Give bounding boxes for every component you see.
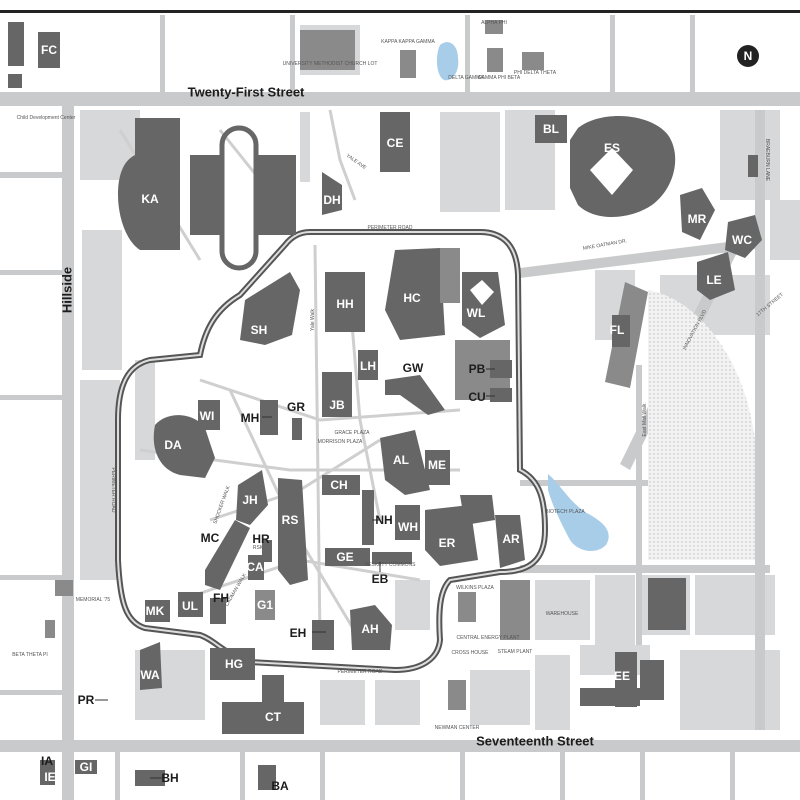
- bldg-bl[interactable]: BL: [543, 122, 559, 136]
- label-delta-gamma: DELTA GAMMA: [448, 75, 484, 81]
- bldg-ee[interactable]: EE: [614, 669, 630, 683]
- label-fdc: Child Development Center: [17, 115, 76, 121]
- street-label-north: Twenty-First Street: [188, 85, 305, 100]
- bldg-eb[interactable]: EB: [372, 572, 389, 586]
- bldg-ah[interactable]: AH: [361, 622, 378, 636]
- bldg-ie[interactable]: IE: [44, 770, 55, 784]
- bldg-mc[interactable]: MC: [201, 531, 220, 545]
- bldg-mk[interactable]: MK: [146, 604, 165, 618]
- label-cross: CROSS HOUSE: [452, 650, 490, 656]
- label-perimeter-south: PERIMETER ROAD: [337, 669, 382, 675]
- bldg-ch[interactable]: CH: [330, 478, 347, 492]
- pond: [436, 42, 459, 81]
- bldg-es[interactable]: ES: [604, 141, 620, 155]
- label-gamma-phi: GAMMA PHI BETA: [478, 75, 521, 81]
- building-codes: FC BL ES CE KA CS DH MR WC LE FL HH HC W…: [41, 43, 752, 793]
- bldg-sh[interactable]: SH: [251, 323, 268, 337]
- label-central-energy: CENTRAL ENERGY PLANT: [456, 635, 519, 641]
- bldg-le[interactable]: LE: [706, 273, 721, 287]
- bldg-fc[interactable]: FC: [41, 43, 57, 57]
- bldg-gr[interactable]: GR: [287, 400, 305, 414]
- bldg-ul[interactable]: UL: [182, 599, 198, 613]
- bldg-me[interactable]: ME: [428, 458, 446, 472]
- north-marker: N: [744, 49, 753, 63]
- bldg-rs[interactable]: RS: [282, 513, 299, 527]
- street-label-south: Seventeenth Street: [476, 734, 594, 749]
- north-arrow: N: [737, 45, 759, 67]
- bldg-ia[interactable]: IA: [41, 754, 53, 768]
- label-perimeter-north: PERIMETER ROAD: [367, 225, 412, 231]
- bldg-ct[interactable]: CT: [265, 710, 282, 724]
- label-kappa: KAPPA KAPPA GAMMA: [381, 39, 435, 45]
- label-alpha-phi: ALPHA PHI: [481, 20, 507, 26]
- bldg-pr[interactable]: PR: [78, 693, 95, 707]
- bldg-cs[interactable]: CS: [232, 191, 249, 205]
- bldg-hc[interactable]: HC: [403, 291, 421, 305]
- bldg-pb[interactable]: PB: [469, 362, 486, 376]
- bldg-ca[interactable]: CA: [246, 560, 264, 574]
- bldg-fh[interactable]: FH: [213, 591, 229, 605]
- label-newman: NEWMAN CENTER: [435, 725, 480, 731]
- bldg-dh[interactable]: DH: [323, 193, 340, 207]
- bldg-da[interactable]: DA: [164, 438, 182, 452]
- label-memorial: MEMORIAL '75: [76, 597, 111, 603]
- label-perimeter-west: PERIMETER ROAD: [110, 467, 116, 512]
- label-beta-theta: BETA THETA PI: [12, 652, 48, 658]
- bldg-wl[interactable]: WL: [467, 306, 486, 320]
- bldg-er[interactable]: ER: [439, 536, 456, 550]
- bldg-gi[interactable]: GI: [80, 760, 93, 774]
- bldg-al[interactable]: AL: [393, 453, 409, 467]
- label-rsk: RSK: [253, 545, 264, 551]
- bldg-mh[interactable]: MH: [241, 411, 260, 425]
- bldg-nh[interactable]: NH: [375, 513, 392, 527]
- bldg-wa[interactable]: WA: [140, 668, 160, 682]
- bldg-eh[interactable]: EH: [290, 626, 307, 640]
- label-methodist: UNIVERSITY METHODIST CHURCH LOT: [283, 61, 378, 67]
- leader-lines: [95, 368, 495, 779]
- label-heskett: HESKETT COMMONS: [364, 562, 416, 568]
- bldg-mr[interactable]: MR: [688, 212, 707, 226]
- bldg-wi[interactable]: WI: [200, 409, 215, 423]
- label-wilkins: WILKINS PLAZA: [456, 585, 494, 591]
- label-warehouse: WAREHOUSE: [546, 611, 579, 617]
- label-biotech: BIOTECH PLAZA: [545, 509, 585, 515]
- label-braeburn: BRAEBURN LANE: [764, 139, 770, 182]
- label-grace: GRACE PLAZA: [334, 430, 370, 436]
- bldg-ar[interactable]: AR: [502, 532, 520, 546]
- bldg-wc[interactable]: WC: [732, 233, 752, 247]
- bldg-lh[interactable]: LH: [360, 359, 376, 373]
- bldg-jh[interactable]: JH: [242, 493, 257, 507]
- bldg-ce[interactable]: CE: [387, 136, 404, 150]
- bldg-gw[interactable]: GW: [403, 361, 424, 375]
- bldg-hh[interactable]: HH: [336, 297, 353, 311]
- bldg-hg[interactable]: HG: [225, 657, 243, 671]
- label-steam: STEAM PLANT: [498, 649, 533, 655]
- bldg-ge[interactable]: GE: [336, 550, 353, 564]
- perimeter-road-centerline: [117, 231, 547, 672]
- bldg-ba[interactable]: BA: [271, 779, 289, 793]
- bldg-cu[interactable]: CU: [468, 390, 485, 404]
- bldg-jb[interactable]: JB: [329, 398, 345, 412]
- label-east-walk: East Mall Walk: [642, 403, 648, 436]
- label-morrison: MORRISON PLAZA: [318, 439, 363, 445]
- bldg-g1[interactable]: G1: [257, 598, 273, 612]
- open-field: [648, 290, 755, 560]
- lake: [548, 474, 609, 552]
- bldg-fl[interactable]: FL: [610, 323, 625, 337]
- street-label-west: Hillside: [60, 267, 75, 313]
- bldg-hr[interactable]: HR: [252, 532, 270, 546]
- label-yale-walk: Yale Walk: [310, 309, 316, 331]
- bldg-bh[interactable]: BH: [161, 771, 178, 785]
- label-phi-delta: PHI DELTA THETA: [514, 70, 557, 76]
- top-border: [0, 10, 800, 13]
- buildings: [8, 20, 762, 790]
- bldg-wh[interactable]: WH: [398, 520, 418, 534]
- bldg-ka[interactable]: KA: [141, 192, 159, 206]
